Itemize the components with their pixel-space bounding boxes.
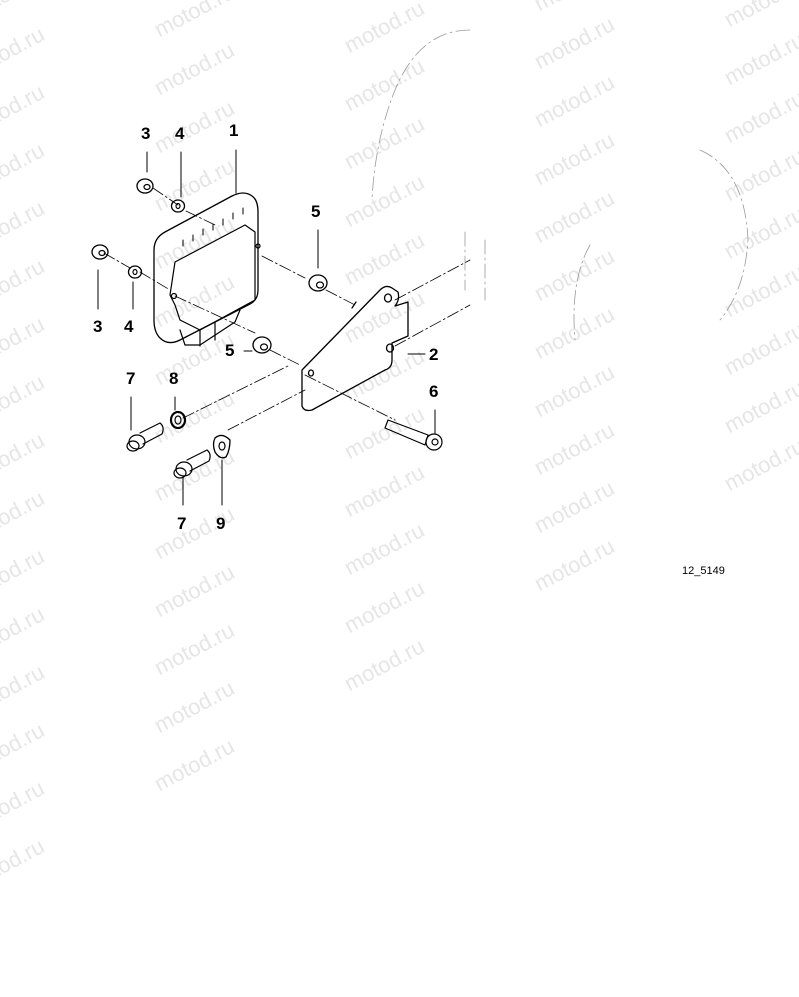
washer-bottom-part[interactable] [127,265,143,279]
callout-8: 8 [169,369,179,388]
connector-pins [182,207,244,247]
mounting-bracket-part[interactable] [301,285,409,412]
callout-7-bottom: 7 [177,514,187,533]
callout-6: 6 [429,382,439,401]
leader-lines [97,149,436,506]
callout-7-top: 7 [126,369,136,388]
watermark-text: motod.ru [150,617,239,681]
parts-diagram [91,29,749,506]
reference-number: 12_5149 [682,565,725,577]
callout-3-bottom: 3 [93,317,103,336]
bushing-right-part[interactable] [308,274,328,292]
rubber-bushing-top-part[interactable] [136,178,154,194]
watermark-text: motod.ru [0,775,49,839]
watermark-text: motod.ru [150,675,239,739]
watermark-text: motod.ru [0,717,49,781]
callout-4-top: 4 [175,124,185,143]
callout-9: 9 [216,514,226,533]
collar-bolt-bottom-part[interactable] [173,449,211,479]
watermark-text: motod.ru [150,733,239,797]
callout-3-top: 3 [141,124,151,143]
serrated-lock-washer-part[interactable] [169,410,187,430]
bushing-lower-part[interactable] [252,336,272,354]
callout-5-lower: 5 [225,341,235,360]
watermark-text: motod.ru [0,601,49,665]
washer-top-part[interactable] [170,199,186,213]
watermark-text: motod.ru [0,659,49,723]
watermark-text: motod.ru [0,833,49,897]
callout-5-right: 5 [311,202,321,221]
callout-1: 1 [229,121,239,140]
engine-outline-ghost [371,29,749,341]
watermark-text: motod.ru [340,633,429,697]
alignment-lines [103,187,471,431]
cable-eyelet-part[interactable] [212,434,231,459]
rubber-bushing-bottom-part[interactable] [91,244,109,260]
callout-4-bottom: 4 [124,317,134,336]
collar-bolt-top-part[interactable] [126,422,164,452]
hex-socket-bolt-part[interactable] [384,419,443,451]
callout-2: 2 [429,345,439,364]
control-unit-part[interactable] [153,192,261,347]
